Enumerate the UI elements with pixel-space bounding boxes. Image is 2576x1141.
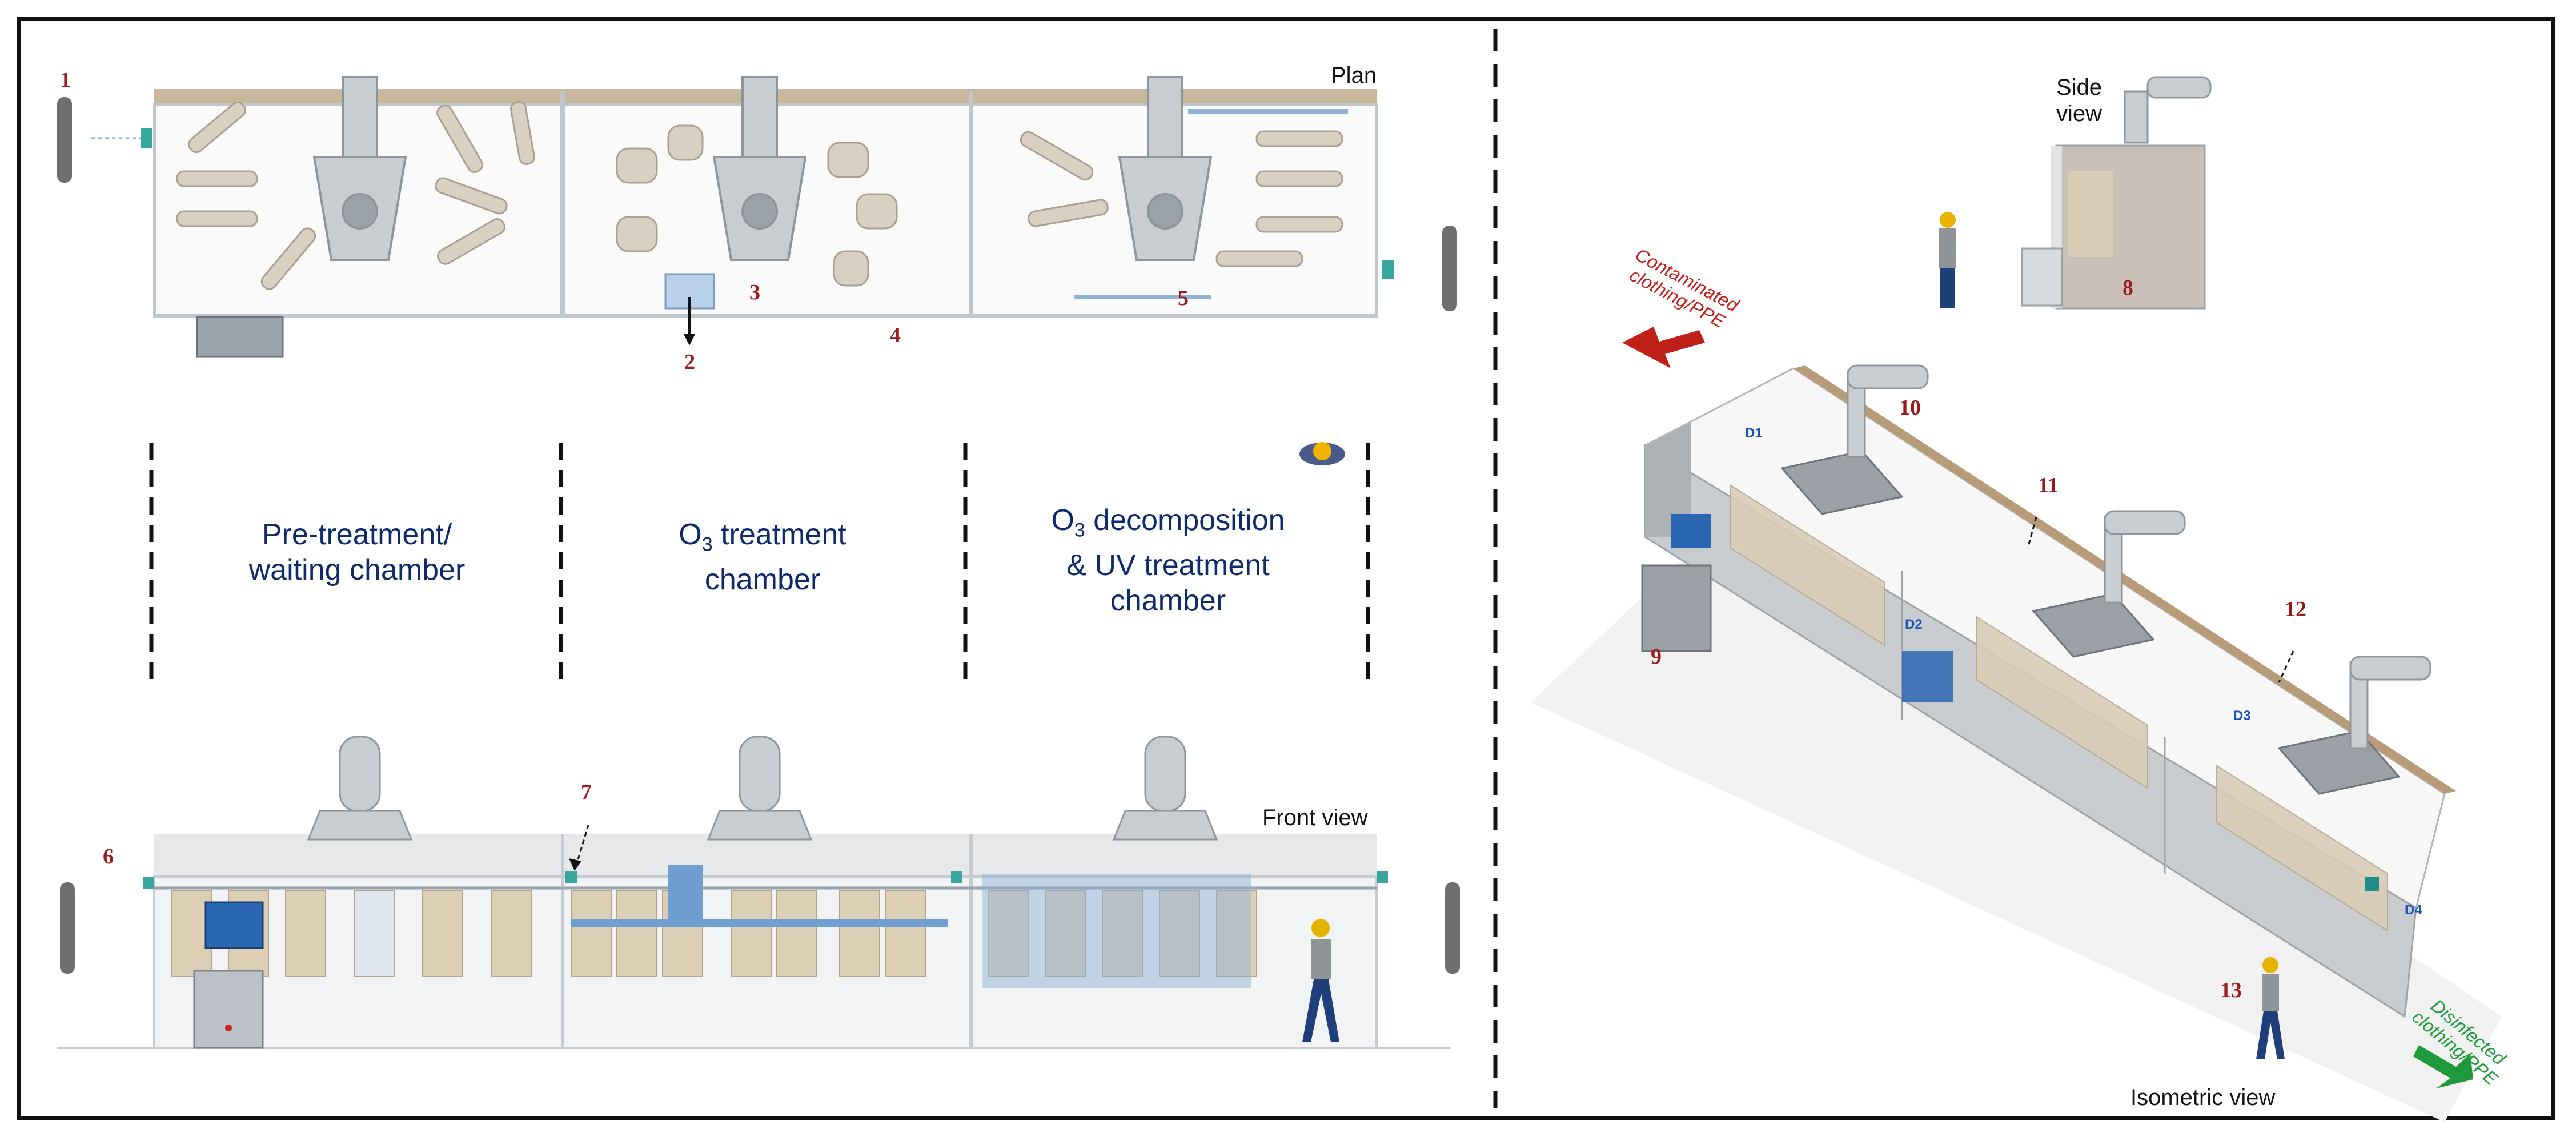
callout-4: 4 — [890, 323, 901, 347]
callout-12: 12 — [2285, 597, 2306, 621]
plan-view-title: Plan — [1331, 63, 1377, 88]
callout-9: 9 — [1651, 645, 1662, 669]
callout-6: 6 — [103, 845, 114, 869]
side-view — [1939, 76, 2212, 310]
callout-13: 13 — [2220, 978, 2242, 1002]
door-d2: D2 — [1905, 617, 1923, 632]
door-d3: D3 — [2233, 708, 2251, 724]
callout-10: 10 — [1899, 396, 1921, 420]
contaminated-arrow — [1622, 327, 1705, 368]
operator-topdown — [1299, 442, 1345, 465]
door-d1: D1 — [1745, 425, 1763, 441]
door-d4: D4 — [2405, 902, 2422, 918]
plan-view — [57, 76, 1457, 358]
callout-2: 2 — [684, 350, 695, 374]
side-view-title: Side view — [2056, 75, 2102, 126]
callout-5: 5 — [1178, 286, 1189, 310]
callout-11: 11 — [2038, 473, 2059, 497]
callout-8: 8 — [2122, 276, 2133, 300]
front-view-title: Front view — [1262, 805, 1368, 830]
callout-1: 1 — [60, 68, 71, 92]
decomposition-uv-chamber-label: O3 decomposition & UV treatment chamber — [1051, 504, 1285, 618]
disinfected-arrow — [2413, 1045, 2473, 1088]
figure-frame — [17, 17, 2555, 1120]
isometric-view — [1531, 327, 2502, 1122]
o3-treatment-chamber-label: O3 treatment chamber — [679, 518, 846, 597]
callout-7: 7 — [581, 780, 592, 804]
callout-3: 3 — [749, 280, 760, 304]
front-view — [57, 736, 1460, 1049]
isometric-view-title: Isometric view — [2130, 1085, 2276, 1110]
pretreatment-chamber-label: Pre-treatment/ waiting chamber — [248, 518, 466, 586]
chamber-separators — [149, 443, 1370, 682]
